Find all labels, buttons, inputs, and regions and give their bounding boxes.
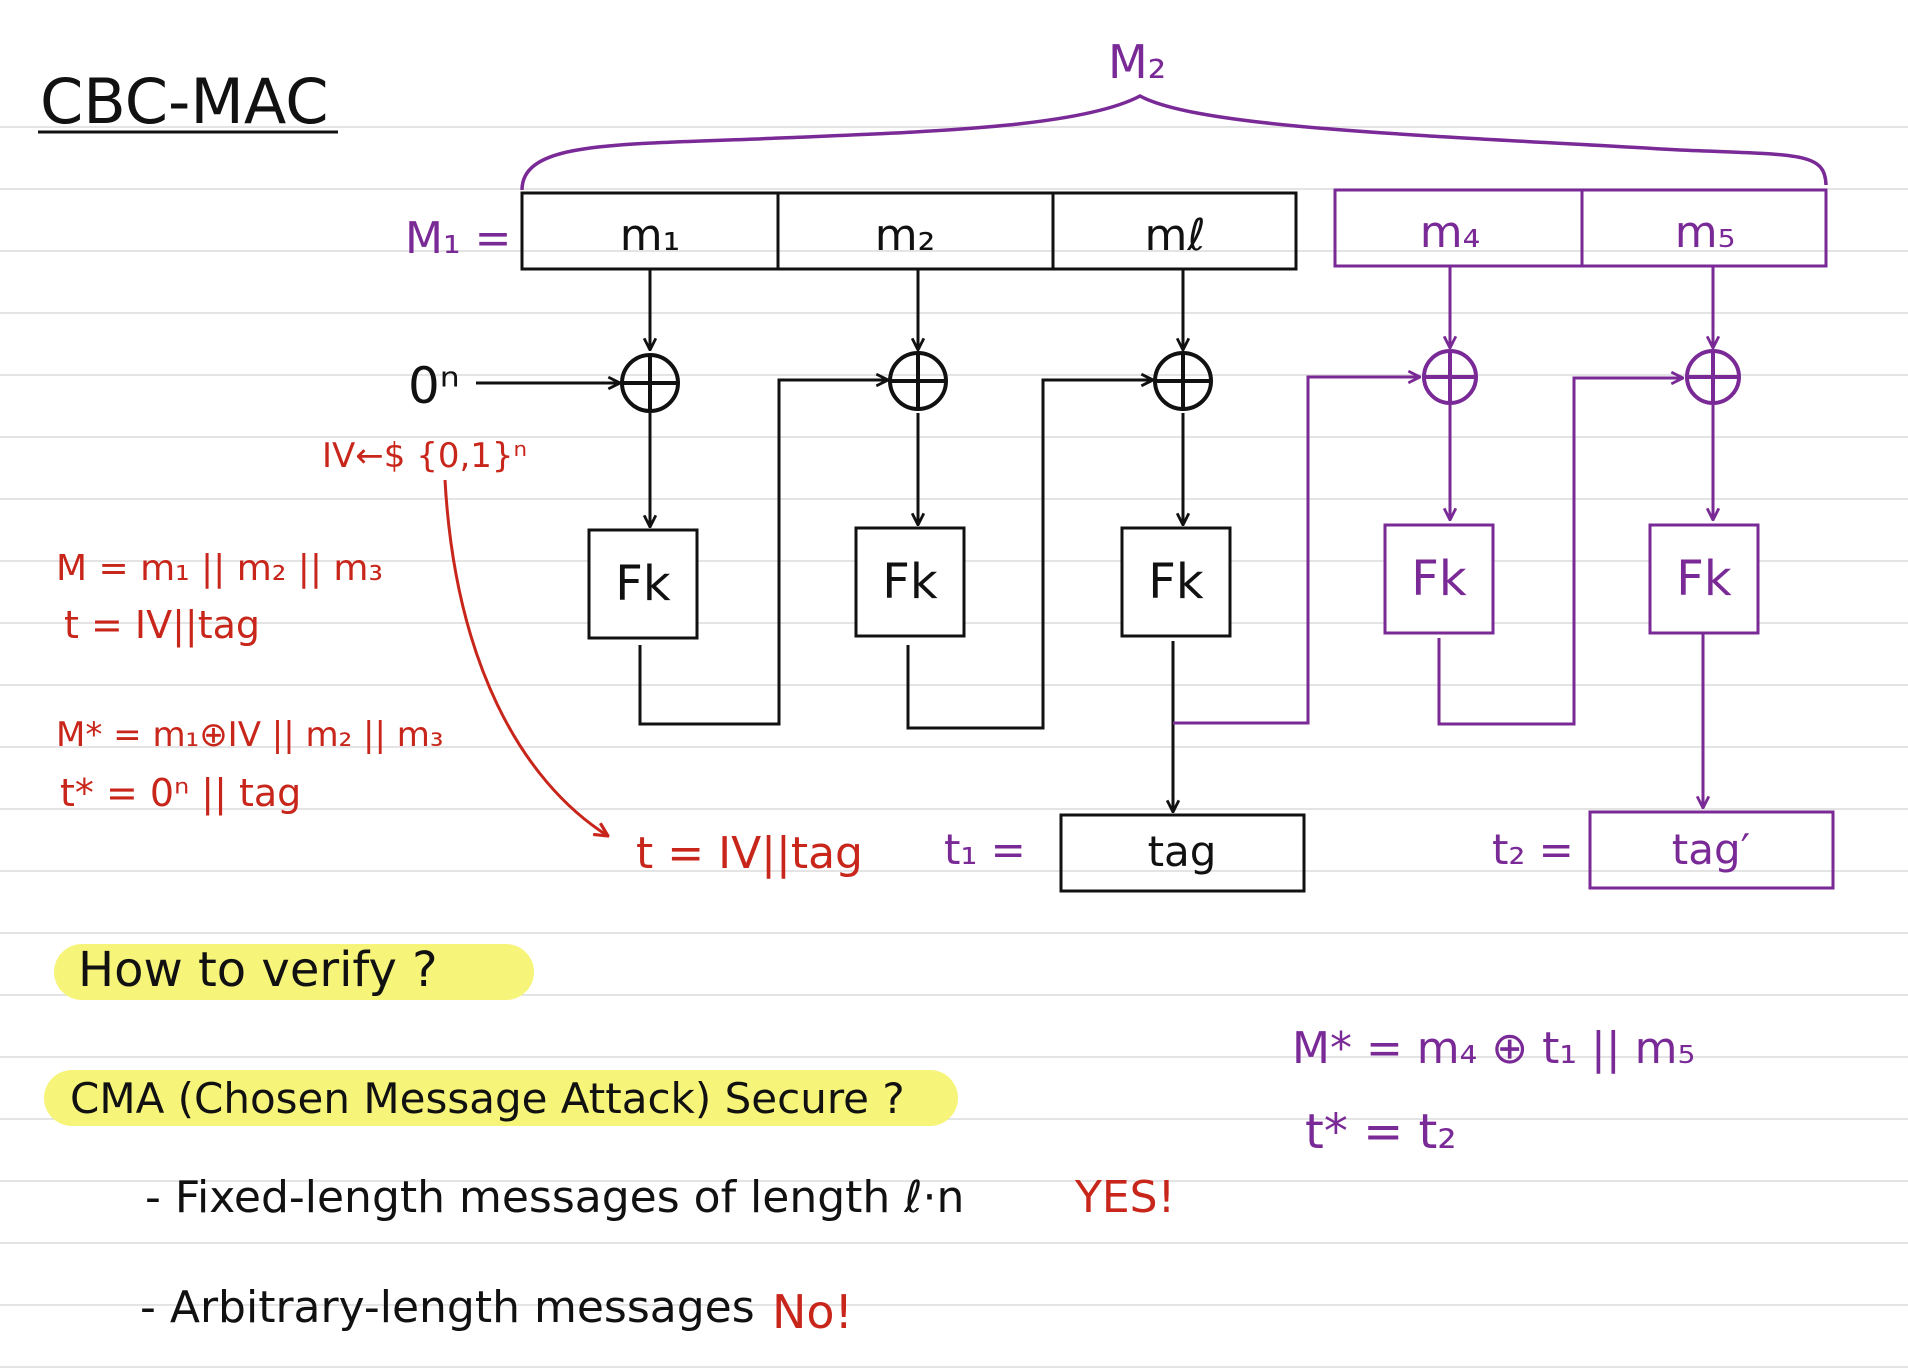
note-message-def: M = m₁ || m₂ || m₃ bbox=[56, 548, 383, 589]
xor-icon bbox=[1422, 349, 1478, 405]
arrow-note: t = IV||tag bbox=[636, 828, 863, 879]
block-ml: mℓ bbox=[1144, 210, 1205, 261]
block-m4: m₄ bbox=[1420, 207, 1481, 258]
t2-box bbox=[1588, 810, 1835, 890]
question-verify: How to verify ? bbox=[78, 942, 438, 998]
m1-label: M₁ = bbox=[405, 213, 511, 264]
answer-no: No! bbox=[772, 1285, 853, 1339]
prf-label: Fk bbox=[615, 556, 671, 612]
answer-yes: YES! bbox=[1074, 1172, 1175, 1223]
xor-icon bbox=[888, 351, 948, 411]
note-forged-message: M* = m₁⊕IV || m₂ || m₃ bbox=[56, 715, 444, 755]
note-forged-tag: t* = 0ⁿ || tag bbox=[60, 771, 301, 816]
zero-iv-label: 0ⁿ bbox=[408, 357, 460, 415]
block-m5: m₅ bbox=[1675, 207, 1736, 258]
iv-arrow bbox=[443, 479, 608, 836]
note-extension-tag: t* = t₂ bbox=[1305, 1104, 1457, 1160]
highlight-cma bbox=[44, 1070, 958, 1126]
cbc-wiring-black bbox=[476, 269, 1183, 812]
question-cma: CMA (Chosen Message Attack) Secure ? bbox=[70, 1074, 905, 1123]
page-title: CBC-MAC bbox=[40, 65, 329, 138]
xor-icon bbox=[1685, 349, 1741, 405]
t2-value: tag′ bbox=[1672, 825, 1750, 874]
prf-boxes-extension bbox=[1383, 523, 1760, 635]
xor-icon bbox=[1153, 351, 1213, 411]
t1-box bbox=[1059, 813, 1306, 893]
bullet-arbitrary-length: - Arbitrary-length messages bbox=[140, 1282, 755, 1333]
block-m1: m₁ bbox=[620, 210, 681, 261]
message-blocks bbox=[520, 191, 1298, 271]
t2-label: t₂ = bbox=[1492, 825, 1574, 874]
highlight-verify bbox=[54, 944, 534, 1000]
m2-brace-label: M₂ bbox=[1108, 35, 1166, 89]
prf-label: Fk bbox=[1411, 551, 1467, 607]
note-extension-message: M* = m₄ ⊕ t₁ || m₅ bbox=[1292, 1023, 1695, 1074]
prf-label: Fk bbox=[1676, 551, 1732, 607]
cbc-wiring-purple bbox=[1173, 266, 1713, 808]
note-tag-def: t = IV||tag bbox=[64, 603, 260, 648]
prf-label: Fk bbox=[882, 554, 938, 610]
t1-value: tag bbox=[1148, 827, 1217, 876]
m2-brace bbox=[520, 94, 1828, 191]
prf-label: Fk bbox=[1148, 554, 1204, 610]
bullet-fixed-length: - Fixed-length messages of length ℓ·n bbox=[145, 1172, 964, 1223]
extension-blocks bbox=[1333, 188, 1828, 268]
block-m2: m₂ bbox=[875, 210, 936, 261]
t1-label: t₁ = bbox=[944, 825, 1026, 874]
xor-icon bbox=[620, 353, 680, 413]
prf-boxes bbox=[587, 526, 1232, 640]
iv-sample-note: IV←$ {0,1}ⁿ bbox=[322, 436, 527, 476]
